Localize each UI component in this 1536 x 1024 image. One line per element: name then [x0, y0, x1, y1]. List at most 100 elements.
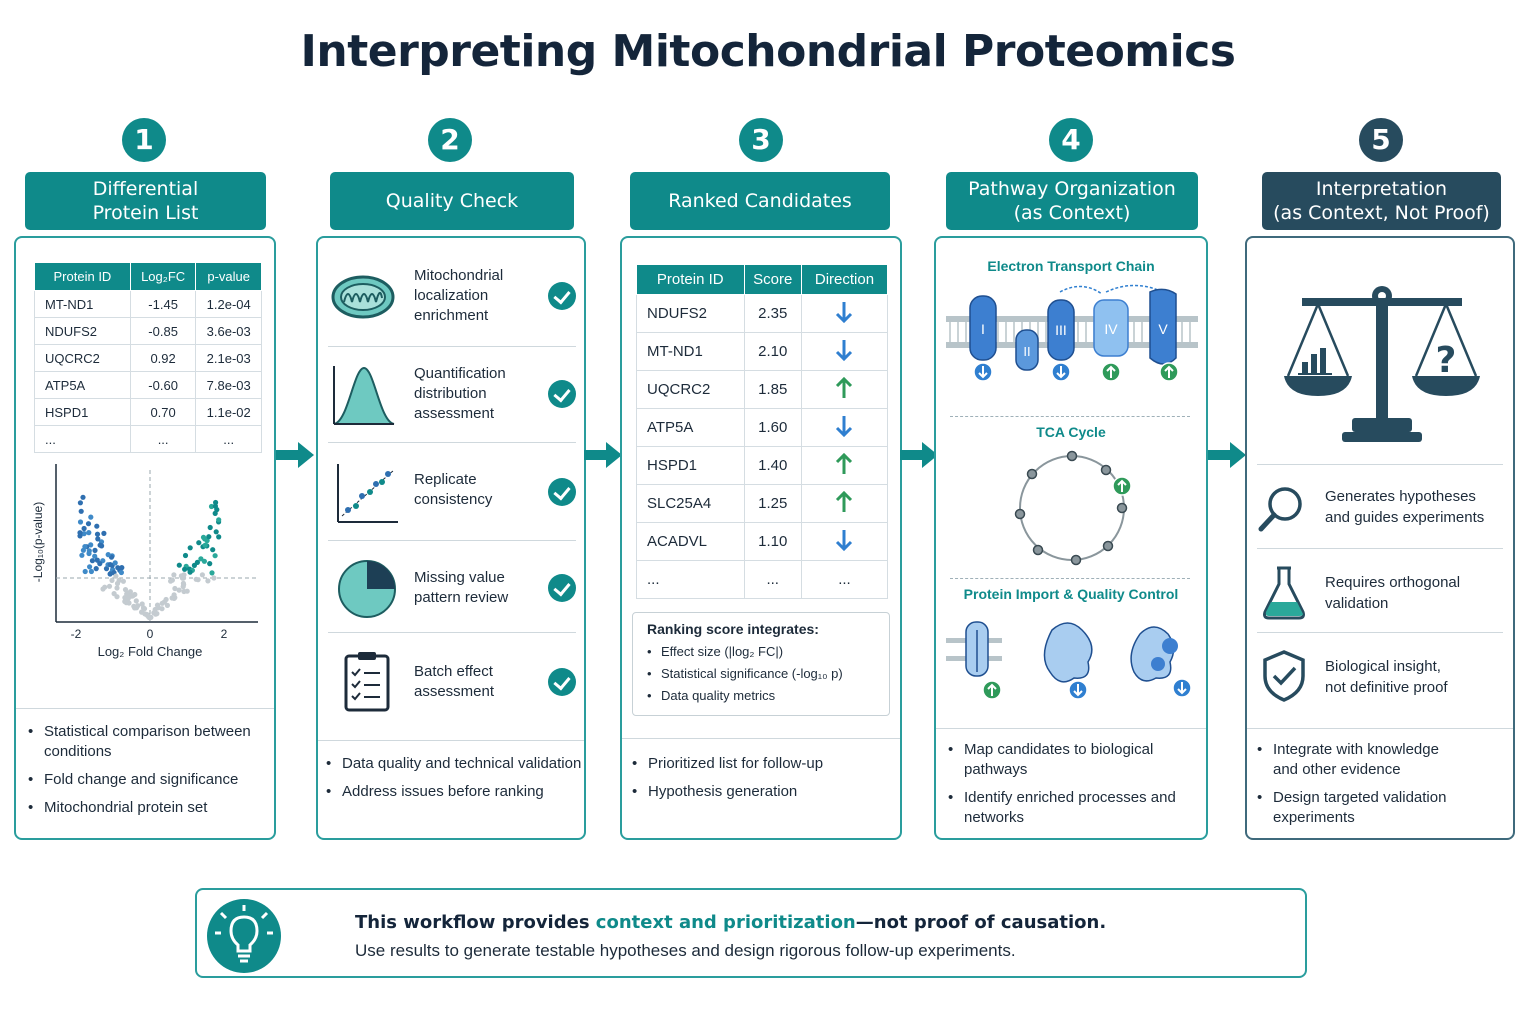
table-cell: ACADVL [636, 522, 745, 561]
table-cell: 7.8e-03 [195, 371, 262, 399]
table-cell: UQCRC2 [34, 344, 131, 372]
volcano-point [88, 568, 94, 575]
volcano-point [97, 561, 103, 567]
volcano-point [107, 562, 113, 568]
volcano-point [209, 570, 215, 576]
footer-note: This workflow provides context and prior… [195, 888, 1307, 978]
step-3-number: 3 [739, 118, 783, 162]
arrow-down-icon [800, 332, 889, 371]
arrow-right-icon [276, 442, 314, 468]
volcano-point [147, 614, 153, 621]
table-cell: ... [195, 425, 262, 453]
pie-chart-icon [338, 560, 396, 618]
volcano-point [85, 521, 92, 527]
magnifier-icon [1258, 487, 1302, 532]
check-icon [548, 668, 576, 696]
etc-title: Electron Transport Chain [987, 258, 1155, 274]
mitochondrion-icon [331, 275, 395, 319]
list-item: Identify enriched processes and networks [948, 788, 1198, 828]
volcano-plot: -Log₁₀(p-value) -2 0 2 Log₂ Fold Change [31, 464, 258, 659]
table-cell: NDUFS2 [34, 317, 131, 345]
interpretation-label: Requires orthogonal validation [1325, 574, 1461, 612]
volcano-point [155, 605, 161, 611]
step-4-number: 4 [1049, 118, 1093, 162]
table-cell: 3.6e-03 [195, 317, 262, 345]
volcano-point [133, 598, 139, 604]
volcano-point [208, 503, 215, 510]
lightbulb-icon [207, 899, 281, 973]
complex-label: V [1158, 321, 1168, 337]
list-item: Prioritized list for follow-up [632, 754, 888, 774]
table-cell: NDUFS2 [636, 294, 745, 333]
footer-subtext: Use results to generate testable hypothe… [355, 941, 1016, 960]
volcano-point [103, 566, 110, 572]
qc-label: Batch effect assessment [414, 663, 495, 700]
volcano-point [184, 588, 190, 594]
qc-check-item: Mitochondrial localization enrichment [328, 252, 576, 344]
volcano-point [193, 576, 199, 582]
volcano-point [113, 573, 119, 579]
table-cell: 1.25 [743, 484, 802, 523]
qc-label: Quantification distribution assessment [414, 365, 506, 422]
interpretation-item: Generates hypotheses and guides experime… [1257, 474, 1507, 544]
volcano-point [181, 582, 187, 588]
step-5-number: 5 [1359, 118, 1403, 162]
complex-label: I [981, 321, 985, 337]
table-cell: MT-ND1 [34, 290, 131, 318]
list-item: Data quality and technical validation [326, 754, 582, 774]
table-cell: -0.60 [129, 371, 197, 399]
complex-label: II [1023, 344, 1030, 359]
step-2-bullets: Data quality and technical validation Ad… [326, 754, 582, 810]
volcano-point [120, 578, 126, 584]
volcano-point [92, 553, 98, 559]
table-cell: ... [743, 560, 802, 599]
volcano-point [94, 523, 100, 529]
interpretation-label: Biological insight, not definitive proof [1325, 658, 1448, 696]
volcano-point [81, 525, 87, 532]
volcano-point [100, 586, 106, 592]
interpretation-item: Requires orthogonal validation [1257, 560, 1507, 630]
table-cell: SLC25A4 [636, 484, 745, 523]
qc-label: Mitochondrial localization enrichment [414, 267, 504, 324]
volcano-point [202, 542, 208, 548]
volcano-point [114, 585, 120, 591]
volcano-point [122, 598, 128, 605]
volcano-point [106, 583, 113, 589]
volcano-point [206, 534, 212, 540]
clipboard-checklist-icon [344, 652, 390, 712]
volcano-point [172, 585, 178, 592]
volcano-point [118, 569, 124, 576]
volcano-point [212, 553, 218, 559]
volcano-xlabel: Log₂ Fold Change [98, 644, 203, 659]
svg-text:?: ? [1436, 340, 1457, 381]
volcano-point [210, 547, 216, 553]
step-3-bullets: Prioritized list for follow-up Hypothesi… [632, 754, 888, 810]
table-cell: -0.85 [129, 317, 197, 345]
step-2-header: Quality Check [330, 172, 574, 230]
table-cell: 1.85 [743, 370, 802, 409]
table-cell: 0.92 [129, 344, 197, 372]
volcano-point [159, 600, 165, 606]
table-cell: 2.10 [743, 332, 802, 371]
volcano-point [95, 536, 101, 542]
arrow-up-icon [800, 484, 889, 523]
volcano-point [88, 542, 94, 548]
volcano-point [86, 548, 92, 554]
table-cell: HSPD1 [34, 398, 131, 426]
x-tick: 2 [221, 627, 228, 641]
volcano-point [181, 575, 187, 581]
step-2-panel: Mitochondrial localization enrichment Qu… [316, 236, 586, 840]
volcano-point [205, 578, 211, 584]
volcano-point [207, 524, 213, 531]
volcano-point [92, 547, 98, 553]
volcano-point [216, 517, 222, 523]
table-cell: 1.10 [743, 522, 802, 561]
electron-transport-chain-diagram: I II III IV V [946, 284, 1198, 382]
volcano-point [213, 529, 219, 535]
